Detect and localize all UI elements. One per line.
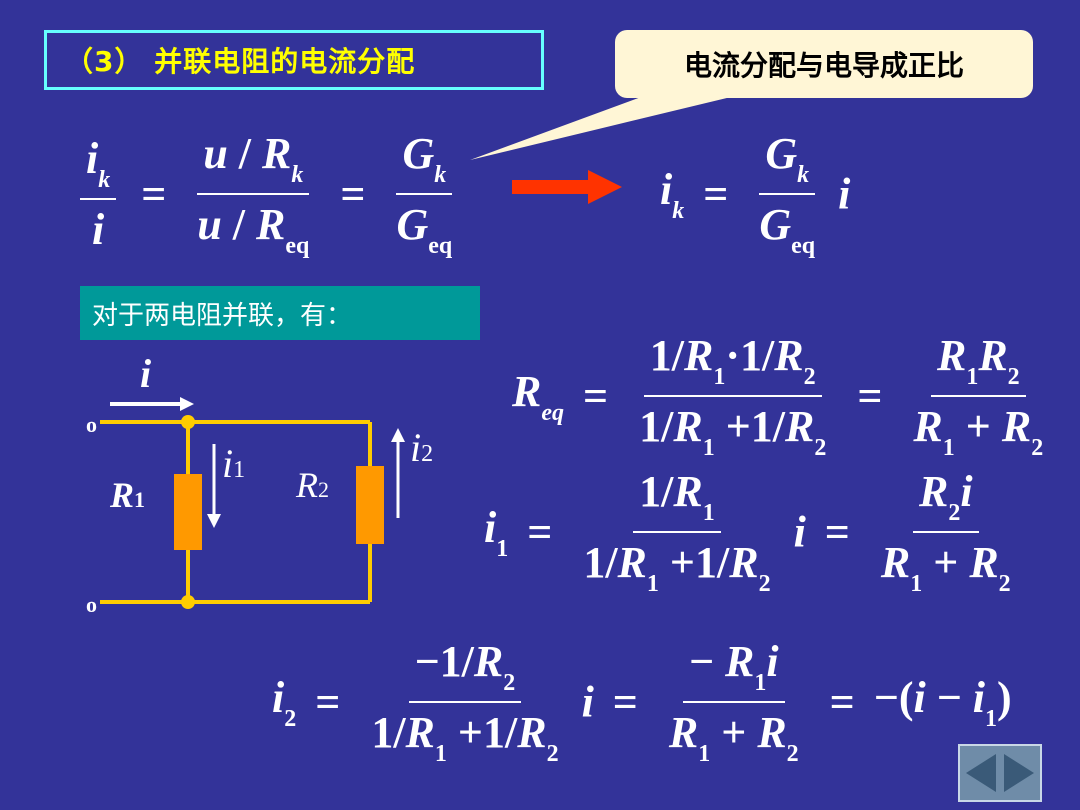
prev-arrow-icon[interactable]	[966, 754, 996, 792]
implies-arrow-icon	[512, 170, 622, 204]
current-i-label: i	[140, 351, 152, 396]
terminal-bottom: o	[86, 592, 97, 617]
current-i2-label: i2	[410, 425, 434, 470]
current-i1-label: i1	[222, 441, 246, 486]
callout-note: 电流分配与电导成正比	[615, 30, 1033, 98]
callout-tail	[470, 90, 760, 160]
slide-nav	[958, 744, 1042, 802]
slide-title: （3） 并联电阻的电流分配	[44, 30, 544, 90]
terminal-top: o	[86, 412, 97, 437]
resistor-r1-label: R1	[110, 475, 146, 515]
section-label: 对于两电阻并联，有：	[80, 286, 480, 340]
parallel-circuit-diagram	[100, 397, 405, 609]
resistor-r2-label: R2	[296, 465, 329, 505]
next-arrow-icon[interactable]	[1004, 754, 1034, 792]
